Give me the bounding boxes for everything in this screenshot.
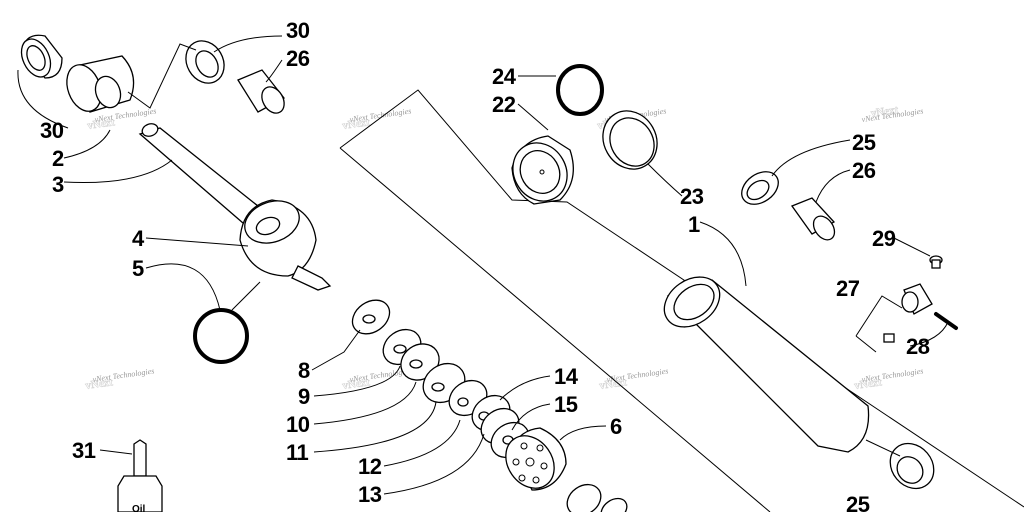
- sleeve-2: [66, 55, 135, 113]
- valve-bracket: [855, 295, 903, 353]
- callout-14: 14: [554, 364, 579, 389]
- watermark-text: vNext Technologies: [349, 106, 412, 124]
- lower-bushing-group: [741, 171, 958, 490]
- upper-bushing-group: [20, 34, 285, 114]
- svg-text:vNext: vNext: [854, 376, 883, 392]
- callout-11: 11: [286, 440, 309, 465]
- callout-25: 25: [852, 130, 876, 155]
- wear-band-23: [602, 110, 658, 170]
- seal-head-4: [239, 199, 332, 291]
- callout-28: 28: [906, 334, 930, 359]
- o-ring-5: [193, 308, 249, 364]
- callout-4: 4: [132, 226, 145, 251]
- washer-lower: [566, 483, 628, 512]
- floating-piston-22: [511, 135, 574, 205]
- callout-13: 13: [358, 482, 382, 507]
- svg-text:vNext: vNext: [85, 376, 114, 392]
- callout-6: 6: [610, 414, 622, 439]
- callout-9: 9: [298, 384, 310, 409]
- watermark-text: vNext Technologies: [861, 366, 924, 384]
- svg-text:vNext: vNext: [599, 376, 628, 392]
- bushing-26-right: [790, 197, 836, 241]
- oil-bottle-31: Oil: [117, 439, 163, 512]
- o-ring-24: [556, 64, 604, 116]
- callout-30: 30: [40, 118, 64, 143]
- callout-15: 15: [554, 392, 578, 417]
- callout-27: 27: [836, 276, 860, 301]
- callout-12: 12: [358, 454, 382, 479]
- svg-text:vNext: vNext: [87, 116, 116, 132]
- callout-23: 23: [680, 184, 704, 209]
- watermark-text: vNext Technologies: [94, 106, 157, 124]
- callout-24: 24: [492, 64, 517, 89]
- shaft-assembly: [138, 123, 332, 291]
- callout-5: 5: [132, 256, 144, 281]
- svg-text:vNext: vNext: [870, 104, 899, 120]
- bushing-cap-25-top: [741, 171, 779, 205]
- callout-26: 26: [852, 158, 876, 183]
- callout-29: 29: [872, 226, 896, 251]
- watermark-text: vNext Technologies: [92, 366, 155, 384]
- callout-2: 2: [52, 146, 64, 171]
- callout-3: 3: [52, 172, 64, 197]
- svg-text:vNext: vNext: [342, 116, 371, 132]
- callout-30: 30: [286, 18, 310, 43]
- callout-10: 10: [286, 412, 310, 437]
- bracket-leader: [127, 43, 197, 109]
- piston-6: [505, 427, 567, 491]
- bushing-cap-30-top: [185, 40, 225, 84]
- callout-labels: 30 26 30 2 3 4 5 24 22 23 1 25 26 29 27 …: [40, 18, 930, 512]
- o-ring-28: [934, 312, 958, 330]
- watermarks: vNext vNext Technologies vNext vNext Tec…: [84, 104, 924, 393]
- callout-31: 31: [72, 438, 96, 463]
- bushing-cap-25-bottom: [889, 442, 935, 490]
- valve-27: [883, 283, 933, 343]
- callout-26: 26: [286, 46, 310, 71]
- o-ring-5-leader: [231, 281, 261, 311]
- leader-lines: [17, 35, 949, 495]
- washer-8: [351, 299, 391, 335]
- callout-8: 8: [298, 358, 310, 383]
- callout-22: 22: [492, 92, 516, 117]
- bushing-cap-30-left: [20, 34, 63, 79]
- callout-1: 1: [688, 212, 700, 237]
- bushing-26-top: [237, 69, 285, 114]
- callout-25: 25: [846, 492, 870, 512]
- shock-body-1: [663, 276, 870, 453]
- bottle-label: Oil: [132, 504, 146, 512]
- screw-29: [929, 255, 943, 269]
